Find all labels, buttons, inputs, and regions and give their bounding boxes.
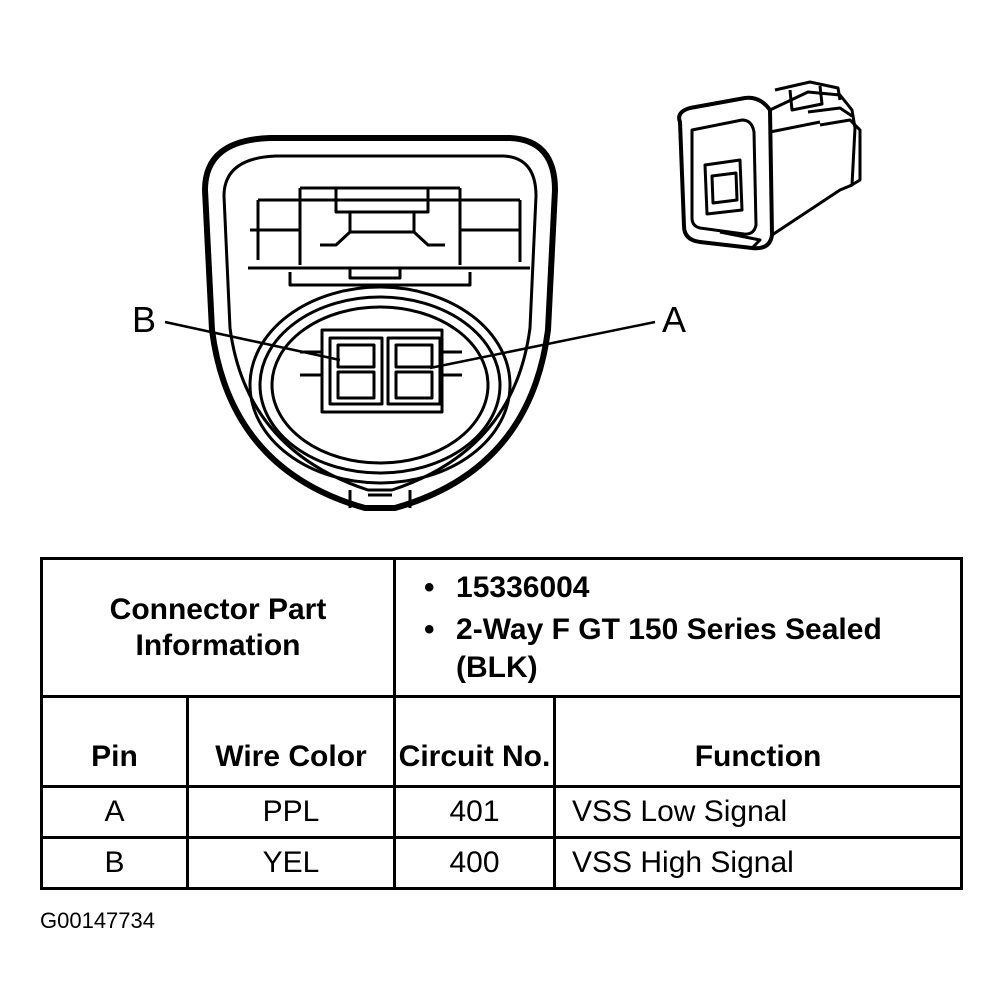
header-circuit-no: Circuit No. <box>393 695 557 788</box>
circuit-cell: 400 <box>393 836 557 890</box>
function-cell: VSS High Signal <box>553 836 964 890</box>
connector-isometric-view <box>677 80 862 251</box>
pin-cell: B <box>40 836 189 890</box>
connector-diagram <box>164 80 862 511</box>
pin-b-label: B <box>132 299 157 340</box>
part-number: 15336004 <box>456 570 590 604</box>
connector-info-table: Connector Part Information •15336004 •2-… <box>39 557 964 890</box>
header-function: Function <box>553 695 964 788</box>
circuit-cell: 401 <box>393 785 557 839</box>
header-wire-color: Wire Color <box>185 695 397 788</box>
wire-color-cell: YEL <box>185 836 397 890</box>
table-row: A PPL 401 VSS Low Signal <box>40 785 964 839</box>
connector-description: 2-Way F GT 150 Series Sealed (BLK) <box>456 612 882 684</box>
connector-info-item: •15336004 <box>424 570 590 604</box>
connector-info-details: •15336004 •2-Way F GT 150 Series Sealed … <box>393 557 964 698</box>
wire-color-cell: PPL <box>185 785 397 839</box>
figure-id: G00147734 <box>40 908 155 933</box>
function-cell: VSS Low Signal <box>553 785 964 839</box>
pin-a-label: A <box>662 299 687 340</box>
pin-a-leader-line <box>429 320 656 370</box>
table-row: B YEL 400 VSS High Signal <box>40 836 964 890</box>
connector-face-view <box>202 135 558 511</box>
header-pin: Pin <box>40 695 189 788</box>
connector-info-label: Connector Part Information <box>39 557 397 698</box>
connector-info-item: •2-Way F GT 150 Series Sealed (BLK) <box>424 612 882 684</box>
pin-cell: A <box>40 785 189 839</box>
table-header-row: Pin Wire Color Circuit No. Function <box>40 695 964 788</box>
pin-b-leader-line <box>164 320 341 362</box>
connector-info-row: Connector Part Information •15336004 •2-… <box>39 557 964 698</box>
